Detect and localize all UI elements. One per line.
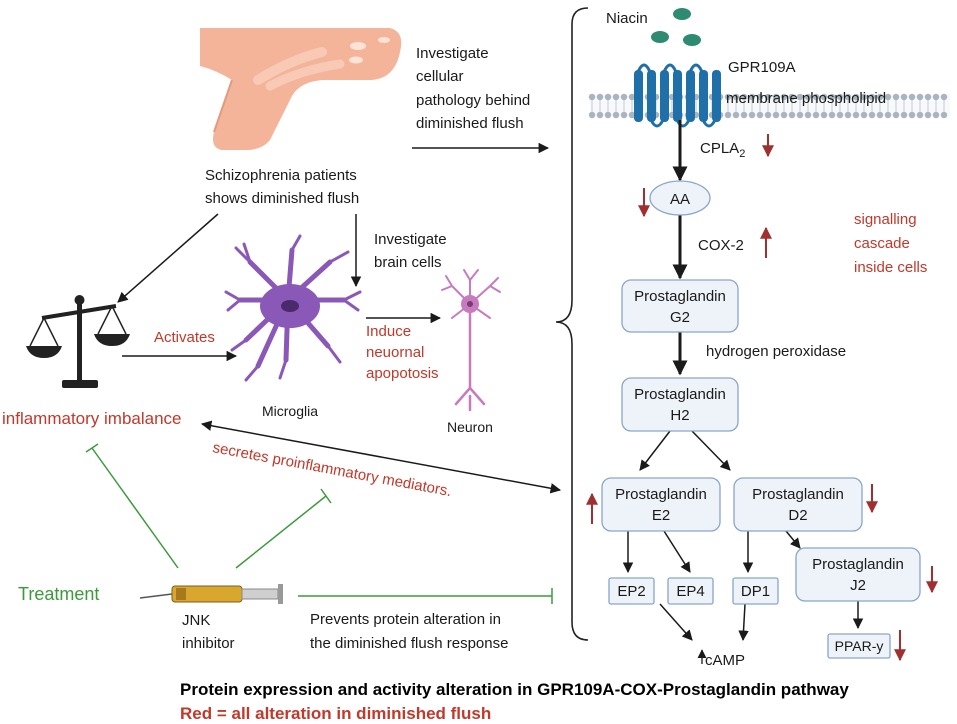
- jnk-label-2: inhibitor: [182, 635, 235, 652]
- prevents-label-2: the diminished flush response: [310, 635, 508, 652]
- gpr109a-receptor-icon: [634, 63, 721, 128]
- ep2-box: EP2: [608, 577, 655, 605]
- cpla2-label: CPLA2: [700, 140, 745, 160]
- pg-j2-box: Prostaglandin J2: [795, 547, 921, 602]
- neuron-cell-illustration: [441, 269, 501, 412]
- hydrogen-peroxidase-label: hydrogen peroxidase: [706, 343, 846, 360]
- svg-text:EP2: EP2: [617, 583, 645, 600]
- footer-legend: Red = all alteration in diminished flush: [180, 704, 491, 723]
- niacin-molecules: [651, 8, 701, 46]
- signalling-label-2: cascade: [854, 235, 910, 252]
- investigate-cellular-4: diminished flush: [416, 115, 524, 132]
- cascade-brace: [555, 7, 589, 641]
- syringe-icon: [139, 584, 283, 604]
- svg-text:J2: J2: [850, 577, 866, 594]
- induce-label-3: apopotosis: [366, 365, 439, 382]
- svg-text:DP1: DP1: [741, 583, 770, 600]
- induce-label-2: neuornal: [366, 344, 424, 361]
- neuron-label: Neuron: [447, 419, 493, 435]
- microglia-cell-illustration: [224, 234, 362, 382]
- svg-text:Prostaglandin: Prostaglandin: [634, 288, 726, 305]
- cox2-label: COX-2: [698, 237, 744, 254]
- footer-title: Protein expression and activity alterati…: [180, 680, 849, 699]
- investigate-cellular-1: Investigate: [416, 45, 489, 62]
- niacin-label: Niacin: [606, 10, 648, 27]
- investigate-cellular-3: pathology behind: [416, 92, 530, 109]
- patients-label-1: Schizophrenia patients: [205, 167, 357, 184]
- dp1-box: DP1: [732, 577, 779, 605]
- jnk-label-1: JNK: [182, 612, 210, 629]
- svg-text:Prostaglandin: Prostaglandin: [752, 486, 844, 503]
- ep4-box: EP4: [667, 577, 714, 605]
- activates-label: Activates: [154, 329, 215, 346]
- svg-text:Prostaglandin: Prostaglandin: [812, 556, 904, 573]
- svg-text:Prostaglandin: Prostaglandin: [634, 386, 726, 403]
- ppar-box: PPAR-y: [827, 633, 891, 659]
- pathway-arrows: [622, 120, 864, 642]
- svg-text:G2: G2: [670, 309, 690, 326]
- pg-g2-box: Prostaglandin G2: [621, 279, 739, 333]
- signalling-label-1: signalling: [854, 211, 917, 228]
- microglia-label: Microglia: [262, 403, 318, 419]
- aa-node: [649, 180, 711, 216]
- left-arrows: [117, 142, 562, 494]
- investigate-brain-2: brain cells: [374, 254, 442, 271]
- svg-text:EP4: EP4: [676, 583, 704, 600]
- svg-text:E2: E2: [652, 507, 670, 524]
- svg-text:D2: D2: [788, 507, 807, 524]
- patients-label-2: shows diminished flush: [205, 190, 359, 207]
- investigate-brain-1: Investigate: [374, 231, 447, 248]
- alteration-arrows: [586, 134, 938, 662]
- induce-label-1: Induce: [366, 323, 411, 340]
- svg-text:PPAR-y: PPAR-y: [835, 638, 884, 654]
- inhibition-lines: [85, 443, 553, 604]
- treatment-label: Treatment: [18, 584, 99, 604]
- svg-text:Prostaglandin: Prostaglandin: [615, 486, 707, 503]
- pg-d2-box: Prostaglandin D2: [733, 477, 863, 532]
- signalling-label-3: inside cells: [854, 259, 927, 276]
- pg-h2-box: Prostaglandin H2: [621, 377, 739, 432]
- investigate-cellular-2: cellular: [416, 68, 464, 85]
- prevents-label-1: Prevents protein alteration in: [310, 611, 501, 628]
- arm-hand-illustration: [200, 28, 402, 150]
- inflammatory-label: inflammatory imbalance: [2, 409, 182, 428]
- pg-e2-box: Prostaglandin E2: [601, 477, 721, 532]
- membrane-label: membrane phospholipid: [726, 90, 886, 107]
- svg-text:H2: H2: [670, 407, 689, 424]
- gpr109a-label: GPR109A: [728, 59, 796, 76]
- aa-label: AA: [670, 191, 690, 208]
- balance-scale-icon: [26, 295, 130, 388]
- camp-label: cAMP: [705, 652, 745, 669]
